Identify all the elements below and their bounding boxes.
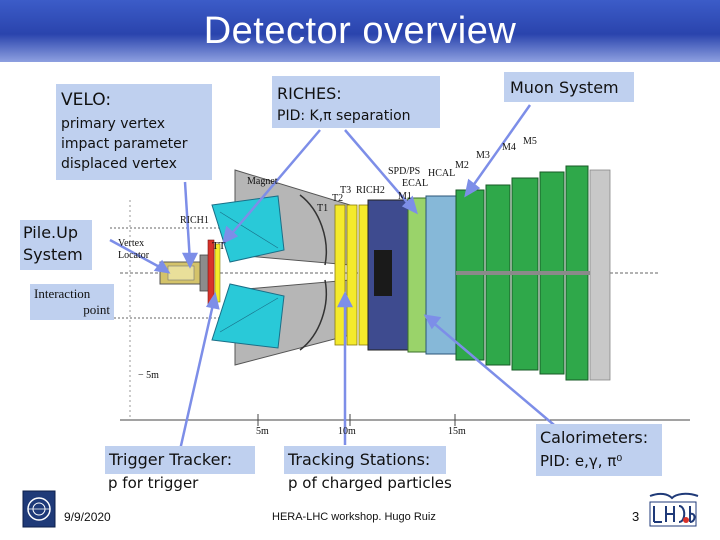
calo-pid: PID: e,γ, π⁰ xyxy=(540,452,623,470)
hcal-label: HCAL xyxy=(428,168,456,179)
interaction-line-1: Interaction xyxy=(34,286,91,301)
tracking-title: Tracking Stations: xyxy=(288,450,431,469)
t3-label: T3 xyxy=(340,185,352,196)
scale-5m: 5m xyxy=(256,426,269,437)
pileup-line-1: Pile.Up xyxy=(23,223,78,242)
m3-label: M3 xyxy=(476,150,490,161)
interaction-line-2: point xyxy=(83,302,110,317)
calo-title: Calorimeters: xyxy=(540,428,649,447)
riches-title: RICHES: xyxy=(277,84,342,103)
m1-label: M1 xyxy=(398,191,412,202)
lhcb-logo xyxy=(649,492,699,527)
vertex-locator-label-1: Vertex xyxy=(118,238,145,249)
tracking-sub: p of charged particles xyxy=(288,474,452,492)
t2-label: T2 xyxy=(332,193,344,204)
title-bar xyxy=(0,0,720,62)
m2-label: M2 xyxy=(455,160,469,171)
slide-title: Detector overview xyxy=(203,10,517,52)
muon-label: Muon System xyxy=(510,78,619,97)
trigger-title: Trigger Tracker: xyxy=(109,450,233,469)
trigger-sub: p for trigger xyxy=(108,474,199,492)
riches-pid: PID: K,π separation xyxy=(277,108,411,124)
m4-label: M4 xyxy=(502,142,516,153)
ecal-label: ECAL xyxy=(402,178,429,189)
scale-neg5m: − 5m xyxy=(138,370,159,381)
velo-line-3: displaced vertex xyxy=(61,156,177,172)
interaction-point-callout: Interaction point xyxy=(30,284,114,320)
rich2-label: RICH2 xyxy=(356,185,385,196)
velo-line-1: primary vertex xyxy=(61,116,166,132)
muon-stations xyxy=(455,165,590,381)
velo-callout: VELO: primary vertex impact parameter di… xyxy=(56,84,212,180)
pileup-line-2: System xyxy=(23,245,83,264)
page-number: 3 xyxy=(632,509,640,524)
tracking-stations-callout: Tracking Stations: xyxy=(284,446,446,474)
scale-10m: 10m xyxy=(338,426,356,437)
calorimeters xyxy=(407,195,457,355)
muon-callout: Muon System xyxy=(504,72,634,102)
trigger-tracker-callout: Trigger Tracker: xyxy=(105,446,255,474)
m5-label: M5 xyxy=(523,136,537,147)
rich1-label: RICH1 xyxy=(180,215,209,226)
calorimeters-callout: Calorimeters: PID: e,γ, π⁰ xyxy=(536,424,662,476)
tracking-stations xyxy=(334,204,370,346)
vertex-locator-label-2: Locator xyxy=(118,250,150,261)
callout-arrows xyxy=(109,104,561,451)
cern-logo xyxy=(22,490,56,528)
footer-date: 9/9/2020 xyxy=(64,510,111,524)
velo-title: VELO: xyxy=(61,90,112,110)
footer-event: HERA-LHC workshop. Hugo Ruiz xyxy=(272,511,436,523)
scale-15m: 15m xyxy=(448,426,466,437)
velo-line-2: impact parameter xyxy=(61,136,188,152)
spd-ps-label: SPD/PS xyxy=(388,166,421,177)
rich1-detector xyxy=(211,195,285,349)
riches-callout: RICHES: PID: K,π separation xyxy=(272,76,440,128)
tt-label: TT xyxy=(212,240,226,252)
magnet-label: Magnet xyxy=(247,176,278,187)
pileup-callout: Pile.Up System xyxy=(20,220,92,270)
rich2-detector xyxy=(367,199,409,351)
t1-label: T1 xyxy=(317,203,329,214)
